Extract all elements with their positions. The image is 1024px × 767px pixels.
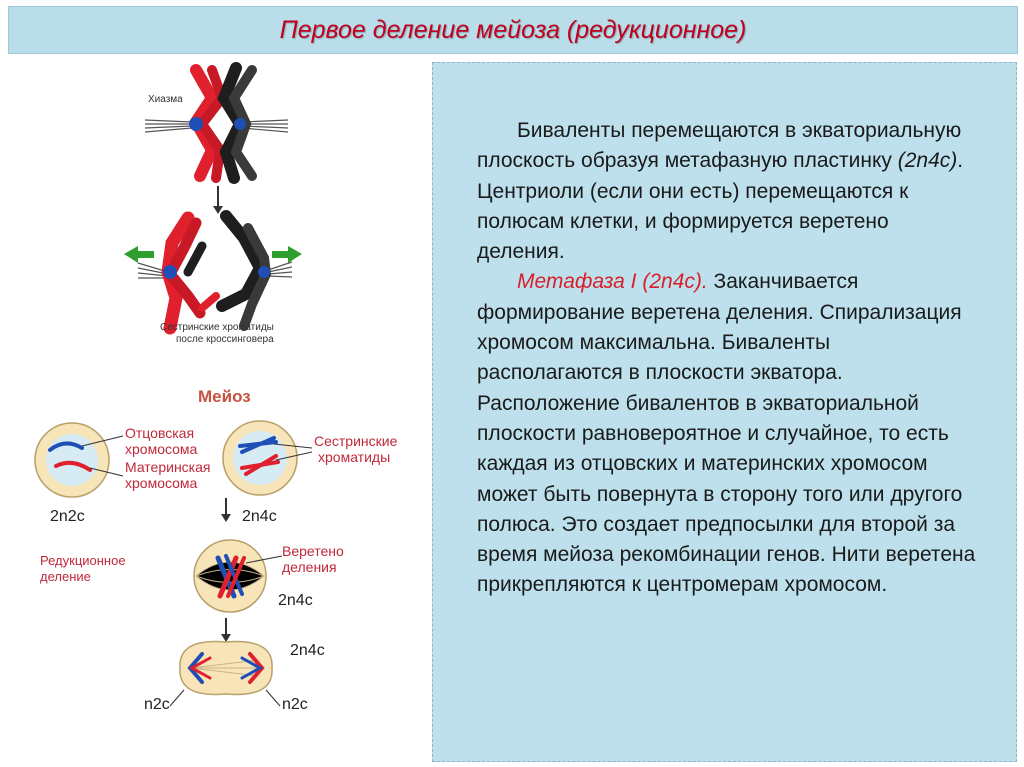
paternal-label-1: Отцовская <box>125 425 195 441</box>
sister-chromatids-label: Сестринские хроматиды <box>160 322 274 333</box>
sister-label-1: Сестринские <box>314 433 398 449</box>
sister-label-2: хроматиды <box>318 449 391 465</box>
ploidy-5: n2c <box>144 696 170 713</box>
ploidy-6: n2c <box>282 696 308 713</box>
ploidy-4: 2n4c <box>290 642 325 659</box>
title-bar: Первое деление мейоза (редукционное) <box>8 6 1018 54</box>
meiosis-scheme <box>34 420 313 707</box>
metaphase-highlight: Метафаза I (2n4c). <box>517 270 708 294</box>
spindle-label-1: Веретено <box>282 543 344 559</box>
ploidy-2: 2n4c <box>242 508 277 525</box>
separating-chromosomes <box>124 210 302 335</box>
ploidy-3: 2n4c <box>278 592 313 609</box>
meiosis-figure: Хиазма Сестринские хроматиды после кросс… <box>20 58 420 758</box>
chiasma-label: Хиазма <box>148 94 183 105</box>
paragraph-1-text-a: Биваленты перемещаются в экваториальную … <box>477 119 962 173</box>
reduction-label-1: Редукционное <box>40 553 126 568</box>
paragraph-2-text: Заканчивается формирование веретена деле… <box>477 270 976 597</box>
maternal-label-2: хромосома <box>125 475 198 491</box>
ploidy-1: 2n2c <box>50 508 85 525</box>
maternal-label-1: Материнская <box>125 459 211 475</box>
chiasma-diagram <box>144 62 289 214</box>
paragraph-1-formula: (2n4c) <box>897 149 958 173</box>
paragraph-1: Биваленты перемещаются в экваториальную … <box>477 116 978 267</box>
paragraph-1-text-b: . Центриоли (если они есть) перемещаются… <box>477 149 964 264</box>
meiosis-illustration <box>34 62 313 707</box>
reduction-label-2: деление <box>40 569 91 584</box>
text-panel: Биваленты перемещаются в экваториальную … <box>432 62 1017 762</box>
spindle-label-2: деления <box>282 559 337 575</box>
meiosis-title: Мейоз <box>198 387 251 406</box>
paternal-label-2: хромосома <box>125 441 198 457</box>
after-crossing-over-label: после кроссинговера <box>176 334 274 345</box>
paragraph-2: Метафаза I (2n4c). Заканчивается формиро… <box>477 267 978 600</box>
slide-title: Первое деление мейоза (редукционное) <box>279 15 747 44</box>
